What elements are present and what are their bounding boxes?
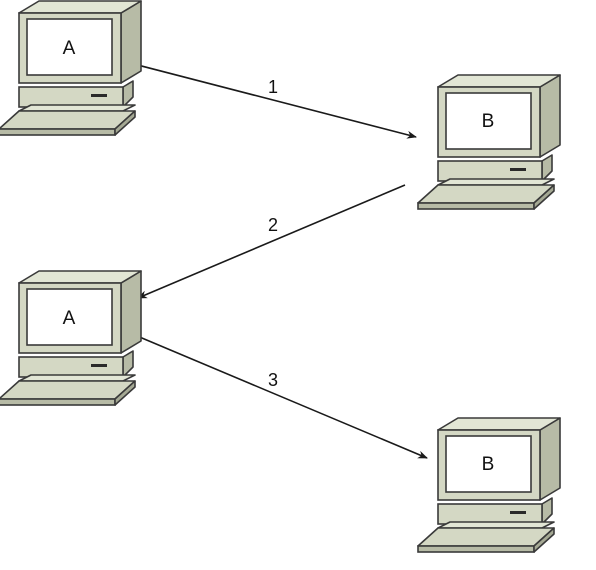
computer-icon [0,0,142,136]
arrow-3 [129,332,428,459]
computer-icon [417,417,561,553]
arrow-1-label: 1 [268,77,278,97]
computer-a-top: A [0,0,142,136]
computer-label: B [482,454,495,475]
computer-a-middle: A [0,270,142,406]
computer-icon [0,270,142,406]
arrow-2-label: 2 [268,215,278,235]
computer-label: B [482,111,495,132]
computer-label: A [63,38,76,59]
computer-icon [417,74,561,210]
computer-label: A [63,308,76,329]
arrows-layer: 1 2 3 [125,61,428,459]
computer-b-top: B [417,74,561,210]
arrow-2 [137,184,406,299]
arrow-3-label: 3 [268,370,278,390]
arrow-1 [125,61,417,139]
computer-b-bottom: B [417,417,561,553]
